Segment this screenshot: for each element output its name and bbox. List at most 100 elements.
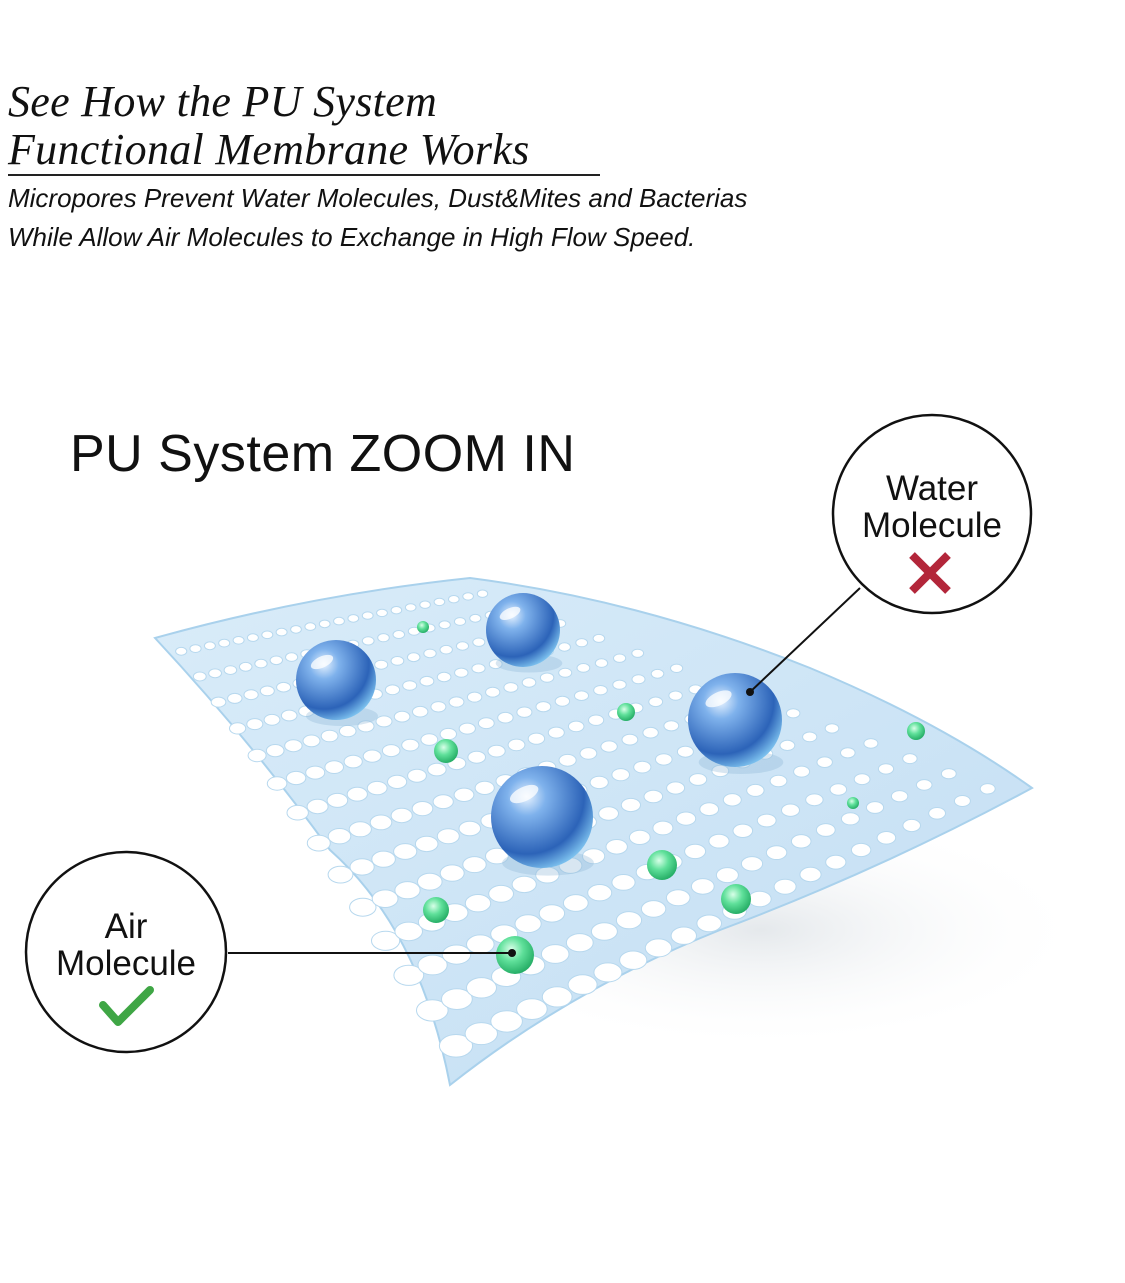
membrane-pore: [306, 834, 331, 852]
membrane-pore: [676, 745, 694, 758]
membrane-pore: [620, 797, 642, 813]
membrane-pore: [815, 823, 836, 837]
membrane-pore: [227, 692, 243, 704]
membrane-pore: [462, 592, 474, 601]
membrane-pore: [462, 856, 487, 874]
membrane-pore: [539, 672, 555, 683]
membrane-pore: [423, 648, 437, 659]
membrane-pore: [628, 829, 651, 846]
membrane-pore: [915, 779, 933, 791]
membrane-pore: [458, 820, 482, 837]
membrane-pore: [390, 606, 403, 615]
membrane-pore: [487, 744, 506, 758]
membrane-pore: [824, 723, 840, 734]
membrane-pore: [304, 622, 317, 631]
membrane-pore: [417, 872, 443, 891]
membrane-pore: [439, 727, 457, 741]
membrane-pore: [371, 850, 396, 868]
water-label-line-2: Molecule: [861, 506, 1003, 545]
subtitle-line-2: While Allow Air Molecules to Exchange in…: [8, 222, 696, 252]
membrane-pore: [192, 671, 207, 682]
membrane-pore: [541, 986, 573, 1008]
membrane-pore: [902, 818, 922, 833]
membrane-pore: [688, 773, 708, 786]
air-molecule-callout: [24, 850, 228, 1054]
membrane-pore: [349, 897, 377, 917]
membrane-pore: [668, 690, 683, 701]
membrane-pore: [347, 614, 360, 623]
membrane-pore: [790, 834, 812, 849]
air-molecule-dot: [647, 850, 677, 880]
air-molecule-dot: [417, 621, 429, 633]
membrane-pore: [876, 831, 897, 845]
membrane-pore: [466, 934, 495, 955]
membrane-pore: [393, 710, 411, 723]
membrane-pore: [722, 793, 742, 807]
membrane-pore: [619, 950, 648, 970]
membrane-pore: [799, 866, 822, 883]
membrane-pore: [436, 828, 460, 845]
membrane-pore: [448, 595, 460, 604]
membrane-pore: [246, 718, 264, 731]
air-pointer-dot: [508, 949, 516, 957]
membrane-pore: [466, 977, 497, 999]
membrane-pore: [540, 944, 570, 964]
membrane-pore: [562, 894, 589, 912]
water-pointer-line: [749, 587, 861, 693]
membrane-pore: [582, 848, 606, 865]
membrane-pore: [594, 658, 609, 668]
membrane-pore: [419, 675, 435, 687]
membrane-pore: [488, 659, 503, 670]
membrane-pore: [472, 637, 486, 647]
membrane-pore: [565, 933, 594, 953]
membrane-pore: [779, 739, 796, 752]
membrane-pore: [436, 671, 452, 683]
membrane-pore: [432, 794, 454, 810]
membrane-pore: [670, 663, 684, 673]
membrane-pore: [261, 630, 274, 640]
air-molecule-dot: [434, 739, 458, 763]
membrane-pore: [652, 820, 674, 836]
membrane-pore: [439, 864, 465, 882]
membrane-pore: [381, 744, 401, 758]
membrane-pore: [612, 679, 627, 690]
membrane-pore: [266, 776, 288, 791]
membrane-pore: [338, 724, 357, 738]
membrane-pore: [527, 732, 546, 745]
membrane-pore: [675, 811, 697, 826]
membrane-pore: [259, 685, 275, 697]
membrane-pore: [535, 701, 552, 713]
membrane-pore: [393, 843, 418, 860]
membrane-pore: [433, 597, 446, 607]
membrane-pore: [393, 964, 425, 986]
membrane-pore: [621, 733, 639, 746]
membrane-pore: [928, 807, 946, 820]
membrane-pore: [247, 748, 267, 763]
water-molecule-highlight: [705, 690, 732, 708]
membrane-pore: [349, 858, 375, 876]
membrane-pore: [390, 656, 405, 666]
air-molecule-dot: [721, 884, 751, 914]
membrane-pore: [605, 839, 628, 855]
membrane-pore: [747, 890, 772, 908]
subtitle-line-1: Micropores Prevent Water Molecules, Dust…: [8, 183, 748, 213]
membrane-pore: [696, 914, 723, 933]
water-molecule-sphere: [296, 640, 376, 720]
membrane-pore: [290, 625, 302, 634]
membrane-pore: [376, 608, 388, 618]
membrane-pore: [587, 884, 613, 902]
membrane-pore: [371, 930, 401, 951]
membrane-pore: [394, 921, 424, 942]
membrane-pore: [333, 616, 345, 626]
membrane-pore: [644, 938, 673, 958]
membrane-pore: [579, 747, 598, 760]
membrane-pore: [469, 613, 482, 623]
membrane-pore: [362, 749, 382, 763]
membrane-pore: [670, 926, 697, 945]
membrane-pore: [488, 884, 515, 903]
air-molecule-dot: [617, 703, 635, 721]
air-label-line-1: Air: [104, 907, 148, 946]
membrane-pore: [384, 684, 401, 696]
membrane-pore: [575, 638, 589, 648]
membrane-pore: [254, 658, 268, 669]
